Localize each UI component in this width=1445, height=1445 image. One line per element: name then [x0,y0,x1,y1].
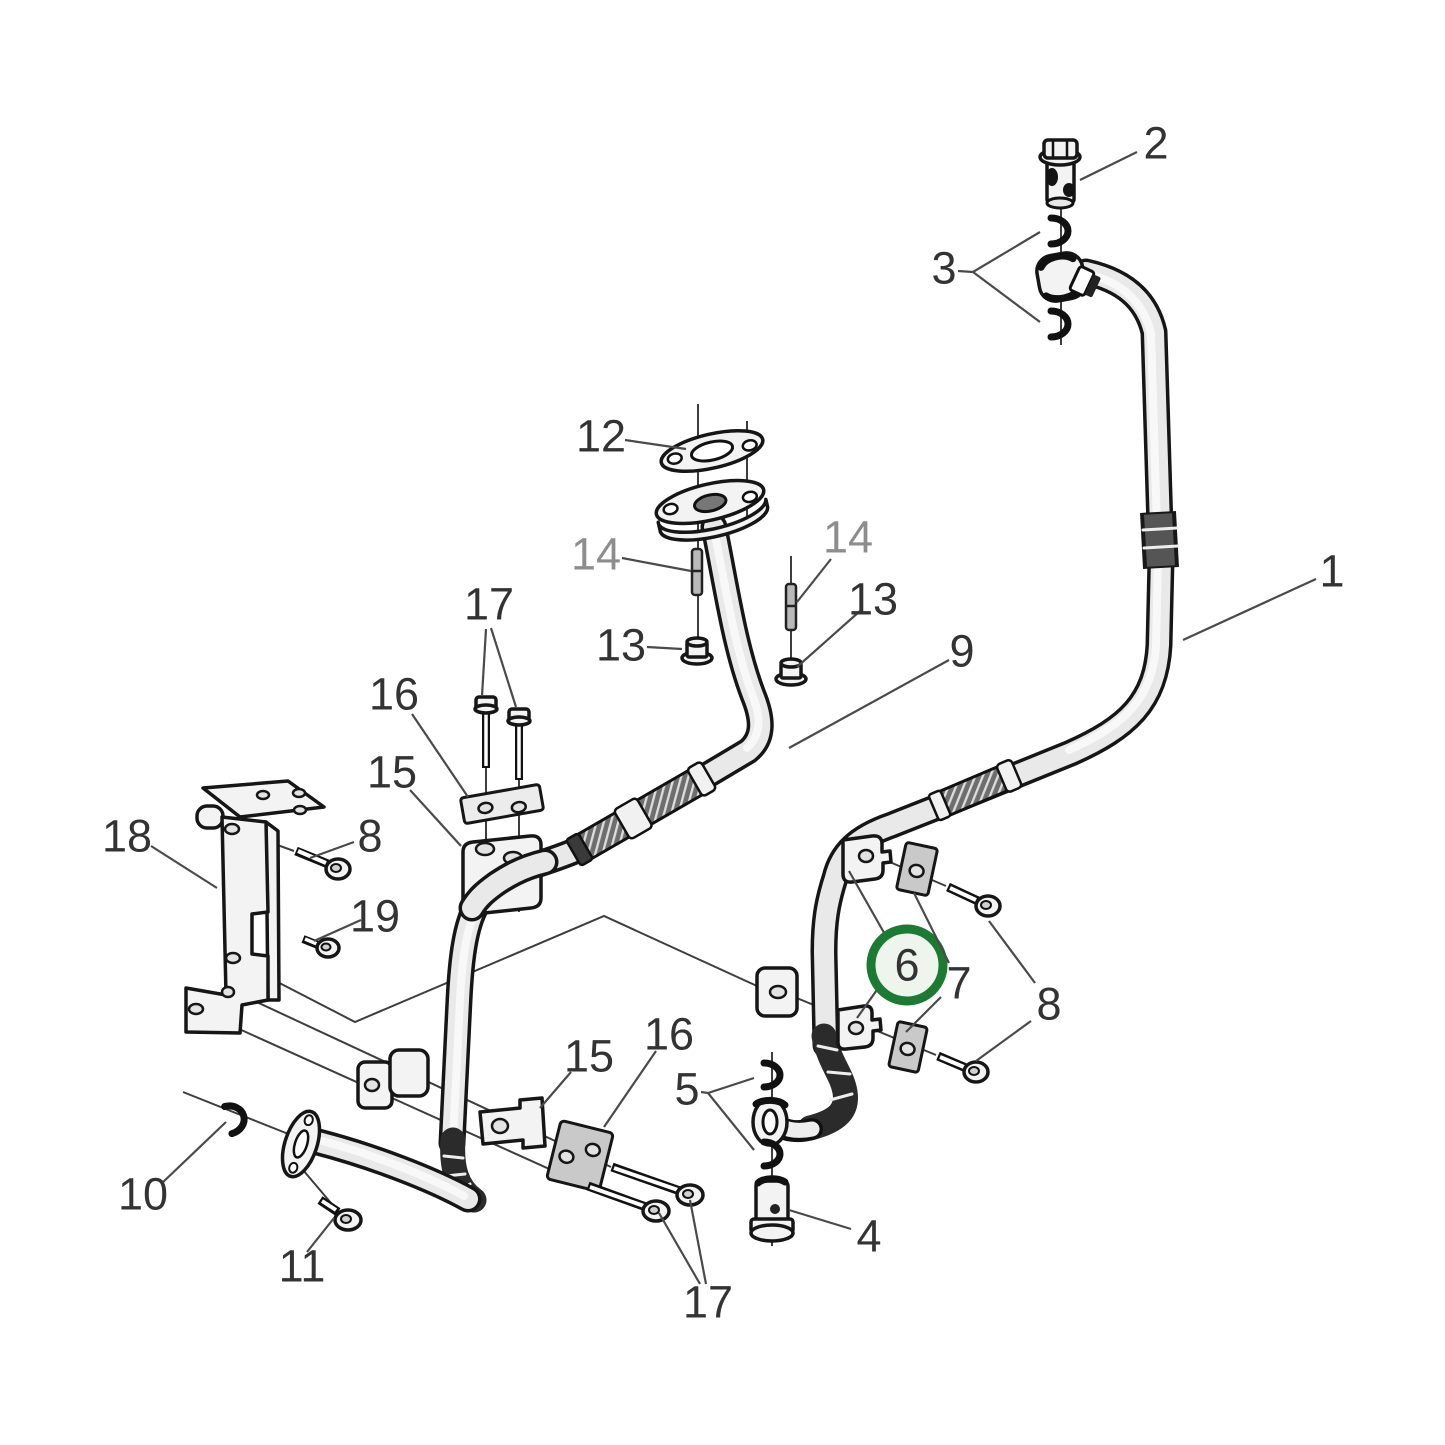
callout-13: 13 [596,620,683,671]
clamp-half-far-lower-left [356,1048,430,1110]
part-number-label: 15 [564,1031,614,1082]
braided-sleeve [565,761,717,867]
part-number-label: 8 [1036,979,1061,1030]
callout-2: 2 [1079,118,1169,181]
part-number-label: 9 [949,626,974,677]
part-number-label: 8 [357,811,382,862]
callout-14: 14 [796,512,873,603]
part-number-label: 3 [931,243,956,294]
banjo-outlet [1068,265,1101,298]
part-number-label: 14 [823,512,873,563]
callout-17: 17 [658,1199,733,1328]
part-number-label: 18 [102,811,152,862]
oil-feed-pipe [751,251,1180,1147]
sealing-washer-3-upper [1047,214,1072,248]
part-number-label: 16 [644,1009,694,1060]
callout-12: 12 [576,411,687,462]
clamp-assembly-bottom [478,1096,705,1223]
braided-sleeve [927,758,1023,822]
bolt-8-bracket [294,846,352,881]
part-number-label: 5 [674,1064,699,1115]
callout-14: 14 [571,529,692,580]
bolt-11 [317,1196,363,1232]
sealing-washer-3-lower [1047,307,1072,341]
nut-13-left [680,636,714,666]
part-number-label: 16 [369,669,419,720]
part-number-label: 12 [576,411,626,462]
pad-7-lower [887,1020,929,1074]
bolts-17-top [473,695,532,780]
bolt-8-right-upper [946,882,1002,918]
callout-6-highlighted: 6 [848,870,948,1019]
callout-15: 15 [367,747,462,847]
callout-7: 7 [905,892,972,1033]
sealing-washer-5-lower [760,1138,784,1170]
part-number-label: 15 [367,747,417,798]
part-number-label: 13 [848,574,898,625]
banjo-bolt-4 [749,1175,795,1243]
backing-plate-16-top [459,783,545,825]
clamp-half-far-right [755,966,799,1018]
pipe-flange-lower [280,1109,322,1179]
banjo-bolt-2 [1038,138,1082,210]
callout-17: 17 [464,579,518,708]
seal-washer-10 [221,1102,248,1138]
callout-1: 1 [1182,546,1345,641]
highlight-ring [866,924,948,1006]
callout-15: 15 [539,1031,614,1109]
banjo-eye [751,1096,789,1147]
callout-16: 16 [369,669,469,798]
sealing-washer-5-upper [760,1059,784,1091]
callout-3: 3 [931,231,1041,323]
part-number-label: 10 [118,1169,168,1220]
backing-plate-16-bottom [545,1119,615,1193]
part-number-label: 17 [683,1277,733,1328]
bolt-8-right-lower [936,1051,990,1084]
callout-9: 9 [788,626,975,749]
callout-19: 19 [313,891,400,943]
flange-gasket-stack [654,428,808,687]
bolt-19 [301,935,341,959]
part-number-label: 13 [596,620,646,671]
nut-13-right [774,657,808,687]
callout-18: 18 [102,811,218,889]
gasket-12 [659,428,765,474]
callout-8: 8 [309,811,383,862]
mounting-bracket [184,779,326,1035]
part-number-label: 11 [279,1241,326,1292]
pad-7-upper [895,841,939,897]
part-number-label: 7 [946,958,971,1009]
mounting-axis-lines [182,203,1062,1246]
part-number-label: 6 [894,940,919,991]
callout-16: 16 [603,1009,694,1128]
part-number-label: 4 [856,1211,881,1262]
pipe-flange-top [654,478,770,542]
callout-8: 8 [975,920,1062,1062]
callout-11: 11 [279,1217,335,1292]
callout-13: 13 [796,574,898,668]
callout-5: 5 [674,1064,755,1151]
clamp-assembly-right-lower [836,1004,990,1084]
callout-4: 4 [788,1208,882,1262]
part-number-label: 14 [571,529,621,580]
bolts-17-bottom [586,1162,705,1223]
clamp-assembly-right-upper [841,834,1002,918]
part-number-label: 2 [1143,118,1168,169]
part-number-label: 1 [1319,546,1344,597]
callout-10: 10 [118,1121,227,1220]
part-number-label: 19 [350,891,400,942]
part-number-label: 17 [464,579,514,630]
